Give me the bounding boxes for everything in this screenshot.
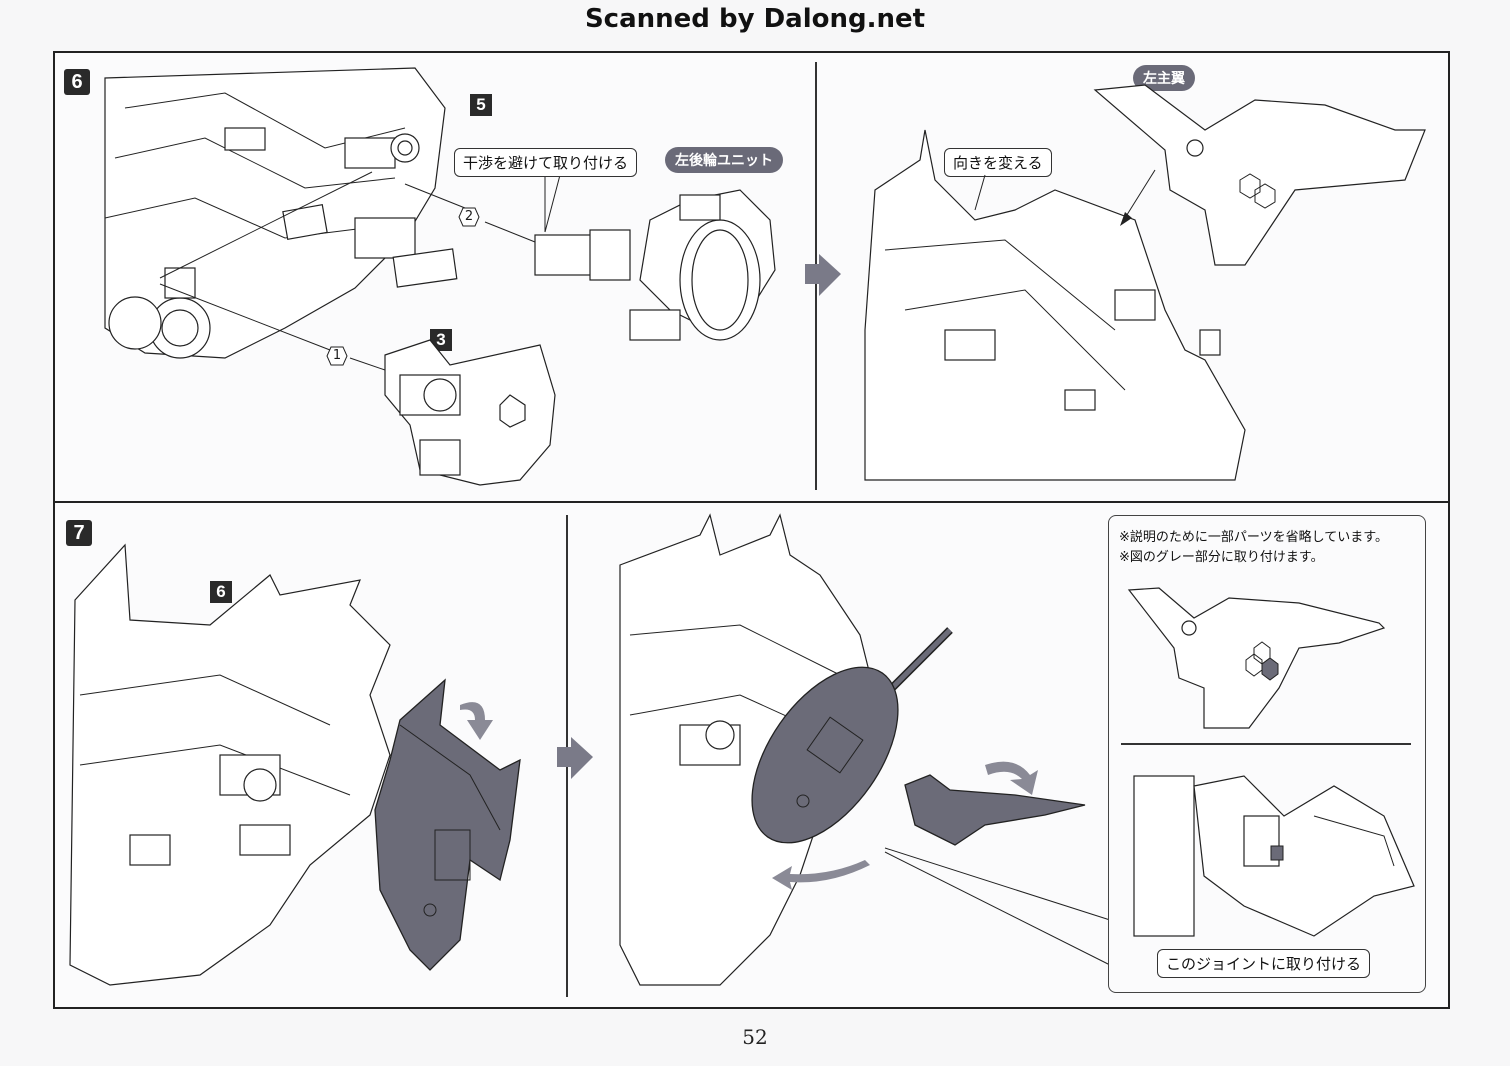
rotate-arrow-icon [772,860,870,890]
step-number-6: 6 [64,69,90,95]
gray-shield-part-illustration [751,627,1086,846]
ref-part-5: 5 [470,94,492,116]
attach-point-1: 1 [326,346,348,366]
joint-detail-illustration [1133,775,1415,937]
ref-part-6: 6 [210,581,232,603]
next-arrow-icon [557,737,593,779]
callout-avoid-interference: 干渉を避けて取り付ける [454,148,638,177]
part-label-left-rear-wheel-unit: 左後輪ユニット [665,147,783,173]
ref-part-3: 3 [430,329,452,351]
step7-body-illustration [69,543,391,986]
page-number: 52 [742,1025,768,1049]
step-divider [53,501,1450,503]
gray-wing-part-illustration [374,678,521,971]
detail-note-box: ※説明のために一部パーツを省略しています。 ※図のグレー部分に取り付けます。 こ… [1108,515,1426,993]
note-line-2: ※図のグレー部分に取り付けます。 [1119,550,1324,565]
chassis-illustration [104,67,458,359]
attach-point-2: 2 [458,207,480,227]
callout-attach-joint: このジョイントに取り付ける [1157,949,1371,978]
assembled-body-illustration [864,129,1246,481]
wing-detail-illustration [1127,587,1386,729]
rotate-arrow-icon [985,761,1038,795]
note-divider [1121,743,1411,745]
rotate-arrow-icon [460,702,493,740]
note-line-1: ※説明のために一部パーツを省略しています。 [1119,530,1388,545]
next-arrow-icon [805,254,841,296]
scan-watermark: Scanned by Dalong.net [584,4,926,34]
callout-change-orientation: 向きを変える [944,148,1052,177]
step-number-7: 7 [66,520,92,546]
left-rear-wheel-unit-illustration [534,189,776,341]
left-main-wing-illustration [1093,84,1426,266]
part-3-illustration [384,339,556,486]
